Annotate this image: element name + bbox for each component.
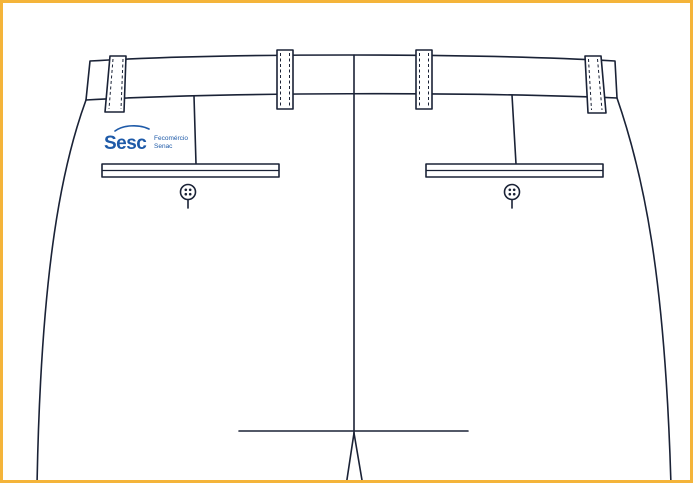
crotch-right-inseam <box>353 432 363 480</box>
logo-line-fecomercio: Fecomércio <box>154 135 188 142</box>
logo-swoosh-icon <box>114 125 150 132</box>
left-dart <box>193 95 197 165</box>
trousers-back-view: Sesc Fecomércio Senac <box>36 49 672 480</box>
logo-wordmark: Sesc <box>104 133 147 154</box>
belt-loop-4 <box>584 55 607 114</box>
right-pocket-button <box>503 183 521 209</box>
belt-loop-2 <box>276 49 294 110</box>
belt-loop-1 <box>104 55 127 113</box>
belt-loop-3 <box>415 49 433 110</box>
logo-line-senac: Senac <box>154 143 173 150</box>
sesc-fecomercio-senac-logo: Sesc Fecomércio Senac <box>104 125 188 154</box>
crotch-left-inseam <box>346 432 355 480</box>
left-pocket-button <box>179 183 197 209</box>
waistband <box>85 54 618 101</box>
left-welt-pocket <box>101 163 280 178</box>
right-outer-seam <box>616 97 672 480</box>
right-welt-pocket <box>425 163 604 178</box>
left-outer-seam <box>36 99 87 480</box>
right-dart <box>511 94 517 165</box>
